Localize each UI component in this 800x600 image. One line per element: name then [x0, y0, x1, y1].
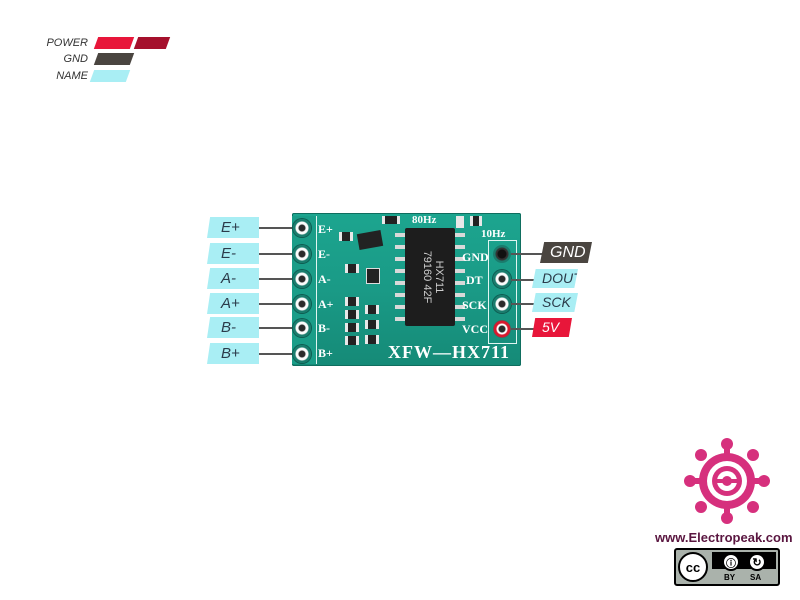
- pin-label-gnd: GND: [540, 242, 592, 263]
- pad-dout: [493, 270, 511, 288]
- pin-label-e-minus: E-: [207, 243, 259, 264]
- electropeak-logo-icon: [684, 438, 770, 524]
- pin-lead: [511, 279, 535, 281]
- by-label: BY: [724, 573, 736, 582]
- silk-sck: SCK: [462, 298, 487, 312]
- legend-power-swatch-dark: [133, 37, 171, 49]
- pad-e-minus: [293, 245, 311, 263]
- pin-lead: [511, 328, 535, 330]
- chip-label: HX711: [433, 260, 445, 294]
- pin-lead: [511, 253, 545, 255]
- board-title: XFW—HX711: [388, 342, 511, 362]
- silk-vcc: VCC: [462, 322, 488, 336]
- silk-80hz: 80Hz: [412, 214, 437, 226]
- silk-e-plus: E+: [318, 222, 333, 236]
- silk-dt: DT: [466, 273, 483, 287]
- silk-a-plus: A+: [318, 297, 334, 311]
- pad-b-plus: [293, 345, 311, 363]
- left-header-strip: [292, 216, 317, 364]
- pin-lead: [259, 303, 299, 305]
- by-icon: ⓘ: [722, 553, 740, 571]
- pad-a-plus: [293, 295, 311, 313]
- smd-resistor: [345, 264, 359, 273]
- cc-license-badge: cc ⓘ ↻ BY SA: [674, 548, 780, 586]
- smd-resistor: [345, 323, 359, 332]
- pin-label-sck: SCK: [532, 293, 578, 312]
- legend-power-swatch: [93, 37, 135, 49]
- legend-gnd-label: GND: [63, 53, 88, 65]
- smd-component: [366, 268, 380, 284]
- pin-lead: [259, 227, 299, 229]
- smd-resistor: [365, 305, 379, 314]
- legend-gnd-swatch: [93, 53, 135, 65]
- pin-label-a-plus: A+: [207, 293, 259, 314]
- legend-name-label: NAME: [56, 70, 88, 82]
- hx711-chip: HX711 79160 42F: [405, 228, 455, 326]
- sa-label: SA: [750, 573, 762, 582]
- pad-a-minus: [293, 270, 311, 288]
- chip-code: 79160 42F: [421, 250, 433, 304]
- pin-label-b-plus: B+: [207, 343, 259, 364]
- pin-lead: [511, 303, 535, 305]
- smd-resistor: [345, 310, 359, 319]
- pin-lead: [259, 353, 299, 355]
- legend-power-label: POWER: [46, 37, 88, 49]
- smd-resistor: [365, 335, 379, 344]
- legend-name-swatch: [89, 70, 131, 82]
- smd-component: [470, 216, 482, 226]
- pad-b-minus: [293, 319, 311, 337]
- smd-component: [456, 216, 464, 228]
- pin-lead: [259, 327, 299, 329]
- smd-resistor: [345, 297, 359, 306]
- pin-lead: [259, 253, 299, 255]
- pin-label-dout: DOUT: [532, 269, 578, 288]
- brand-url: www.Electropeak.com: [655, 530, 793, 545]
- sa-icon: ↻: [748, 553, 766, 571]
- silk-e-minus: E-: [318, 247, 330, 261]
- smd-resistor: [382, 216, 400, 224]
- pad-sck: [493, 295, 511, 313]
- pin-label-a-minus: A-: [207, 268, 259, 289]
- right-header-frame: [488, 240, 517, 344]
- smd-capacitor: [339, 232, 353, 241]
- silk-b-plus: B+: [318, 346, 333, 360]
- cc-icon: cc: [678, 552, 708, 582]
- smd-resistor: [365, 320, 379, 329]
- pin-label-b-minus: B-: [207, 317, 259, 338]
- pad-e-plus: [293, 219, 311, 237]
- smd-resistor: [345, 336, 359, 345]
- pad-gnd: [493, 245, 511, 263]
- silk-10hz: 10Hz: [481, 228, 506, 240]
- pin-label-5v: 5V: [532, 318, 572, 337]
- pad-5v: [493, 320, 511, 338]
- silk-gnd: GND: [462, 250, 489, 264]
- pin-lead: [259, 278, 299, 280]
- silk-b-minus: B-: [318, 321, 330, 335]
- silk-a-minus: A-: [318, 272, 331, 286]
- pin-label-e-plus: E+: [207, 217, 259, 238]
